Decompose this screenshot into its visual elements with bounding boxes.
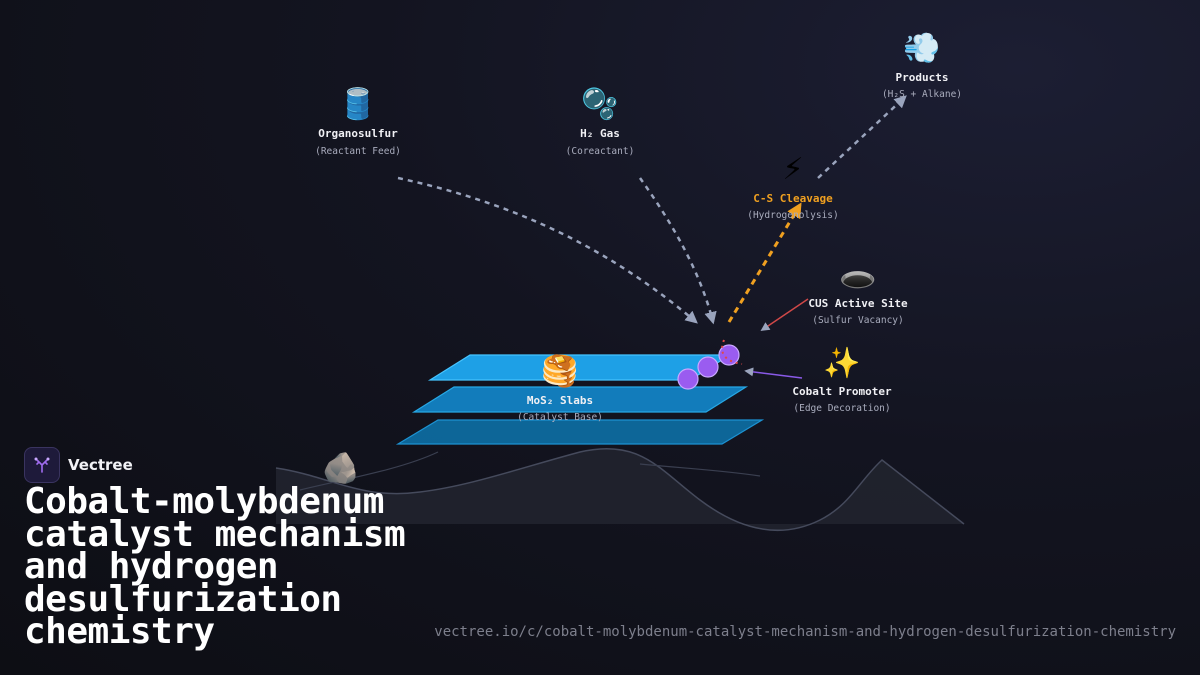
brand-name: Vectree — [68, 456, 133, 474]
mos2-slab-bottom — [395, 419, 765, 445]
node-organosulfur: 🛢️ Organosulfur (Reactant Feed) — [315, 86, 401, 157]
node-products: 💨 Products (H₂S + Alkane) — [882, 31, 962, 100]
products-label: Products — [896, 71, 949, 84]
support-terrain — [275, 447, 965, 532]
cobalt-atoms — [677, 339, 743, 390]
barrel-icon: 🛢️ — [339, 86, 376, 122]
page-title: Cobalt-molybdenum catalyst mechanism and… — [24, 481, 406, 652]
node-mos2-slabs: 🥞 MoS₂ Slabs (Catalyst Base) — [517, 353, 603, 423]
cobalt-atom — [718, 344, 740, 366]
cus-site-sublabel: (Sulfur Vacancy) — [812, 315, 904, 326]
rock-icon: 🪨 — [322, 451, 359, 486]
mos2-slabs-sublabel: (Catalyst Base) — [517, 412, 603, 423]
vectree-logo — [24, 447, 60, 483]
node-cus-site: 🕳️ CUS Active Site (Sulfur Vacancy) — [808, 258, 908, 326]
pancakes-icon: 🥞 — [541, 353, 578, 390]
mos2-slabs-label: MoS₂ Slabs — [527, 394, 593, 407]
organosulfur-label: Organosulfur — [318, 127, 398, 140]
cobalt-promoter-sublabel: (Edge Decoration) — [793, 403, 890, 414]
bubbles-icon: 🫧 — [581, 86, 618, 122]
brand: Vectree — [24, 447, 133, 483]
node-support: 🪨 — [322, 451, 359, 486]
page-url[interactable]: vectree.io/c/cobalt-molybdenum-catalyst-… — [434, 624, 1176, 640]
arrow-h2-to-site — [638, 177, 717, 325]
cs-cleavage-label: C-S Cleavage — [753, 192, 833, 205]
arrow-cleavage-to-products — [817, 95, 907, 179]
cobalt-atom — [677, 368, 699, 390]
sparkles-icon: ✨ — [823, 346, 860, 381]
arrow-cus-pointer — [760, 298, 809, 332]
node-h2-gas: 🫧 H₂ Gas (Coreactant) — [566, 86, 635, 157]
h2-gas-sublabel: (Coreactant) — [566, 146, 635, 157]
arrow-organosulfur-to-site — [397, 176, 698, 324]
node-cobalt-promoter: ✨ Cobalt Promoter (Edge Decoration) — [792, 346, 892, 414]
arrow-promoter-pointer — [744, 367, 803, 379]
cobalt-atom — [697, 356, 719, 378]
products-sublabel: (H₂S + Alkane) — [882, 89, 962, 100]
hole-icon: 🕳️ — [835, 258, 881, 293]
dash-cloud-icon: 💨 — [903, 31, 940, 66]
lightning-icon: ⚡ — [782, 152, 803, 187]
node-cs-cleavage: ⚡ C-S Cleavage (Hydrogenolysis) — [747, 152, 839, 221]
organosulfur-sublabel: (Reactant Feed) — [315, 146, 401, 157]
cus-site-label: CUS Active Site — [808, 297, 908, 310]
mos2-slab-middle — [411, 386, 749, 413]
cs-cleavage-sublabel: (Hydrogenolysis) — [747, 210, 839, 221]
arrow-site-to-cleavage — [727, 202, 802, 323]
cobalt-promoter-label: Cobalt Promoter — [792, 385, 892, 398]
h2-gas-label: H₂ Gas — [580, 127, 620, 140]
tree-icon — [34, 457, 50, 473]
